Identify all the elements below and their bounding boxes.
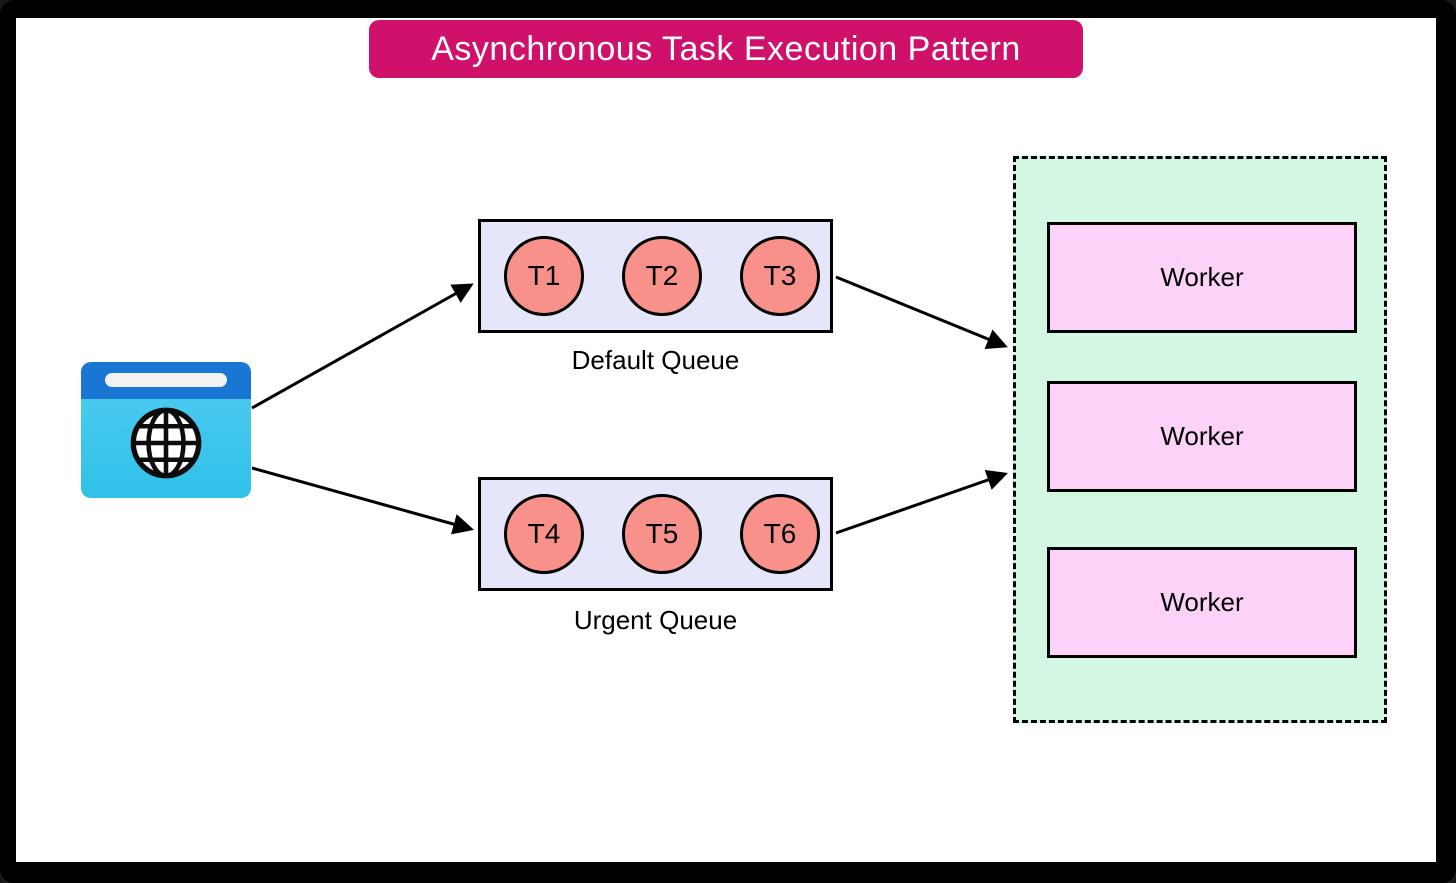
arrow-client-to-urgent-queue: [251, 466, 475, 535]
worker-box: Worker: [1047, 381, 1357, 492]
worker-pool-box: Worker Worker Worker: [1013, 156, 1387, 723]
diagram-canvas: Asynchronous Task Execution Pattern: [16, 18, 1436, 862]
worker-label: Worker: [1160, 421, 1244, 451]
worker-label: Worker: [1160, 262, 1244, 292]
arrow-client-to-default-queue: [251, 283, 474, 410]
default-queue-label: Default Queue: [571, 345, 740, 375]
worker-box: Worker: [1047, 222, 1357, 333]
worker-label: Worker: [1160, 587, 1244, 617]
task-circle: T3: [740, 236, 820, 316]
urgent-queue-label: Urgent Queue: [573, 605, 738, 635]
task-label: T6: [763, 518, 797, 549]
task-circle: T6: [740, 494, 820, 574]
task-circle: T2: [622, 236, 702, 316]
task-label: T4: [527, 518, 561, 549]
task-label: T3: [763, 260, 797, 291]
task-label: T5: [645, 518, 679, 549]
task-circle: T4: [504, 494, 584, 574]
task-label: T1: [527, 260, 561, 291]
task-label: T2: [645, 260, 679, 291]
urgent-queue-box: T4 T5 T6: [478, 477, 833, 591]
task-circle: T5: [622, 494, 702, 574]
default-queue-box: T1 T2 T3: [478, 219, 833, 333]
browser-address-bar: [105, 373, 227, 387]
diagram-title: Asynchronous Task Execution Pattern: [431, 29, 1021, 68]
task-circle: T1: [504, 236, 584, 316]
title-banner: Asynchronous Task Execution Pattern: [369, 20, 1083, 78]
arrow-urgent-queue-to-pool: [835, 469, 1008, 535]
client-browser-icon: [81, 362, 251, 498]
arrow-default-queue-to-pool: [835, 275, 1008, 349]
worker-box: Worker: [1047, 547, 1357, 658]
globe-icon: [130, 407, 202, 479]
